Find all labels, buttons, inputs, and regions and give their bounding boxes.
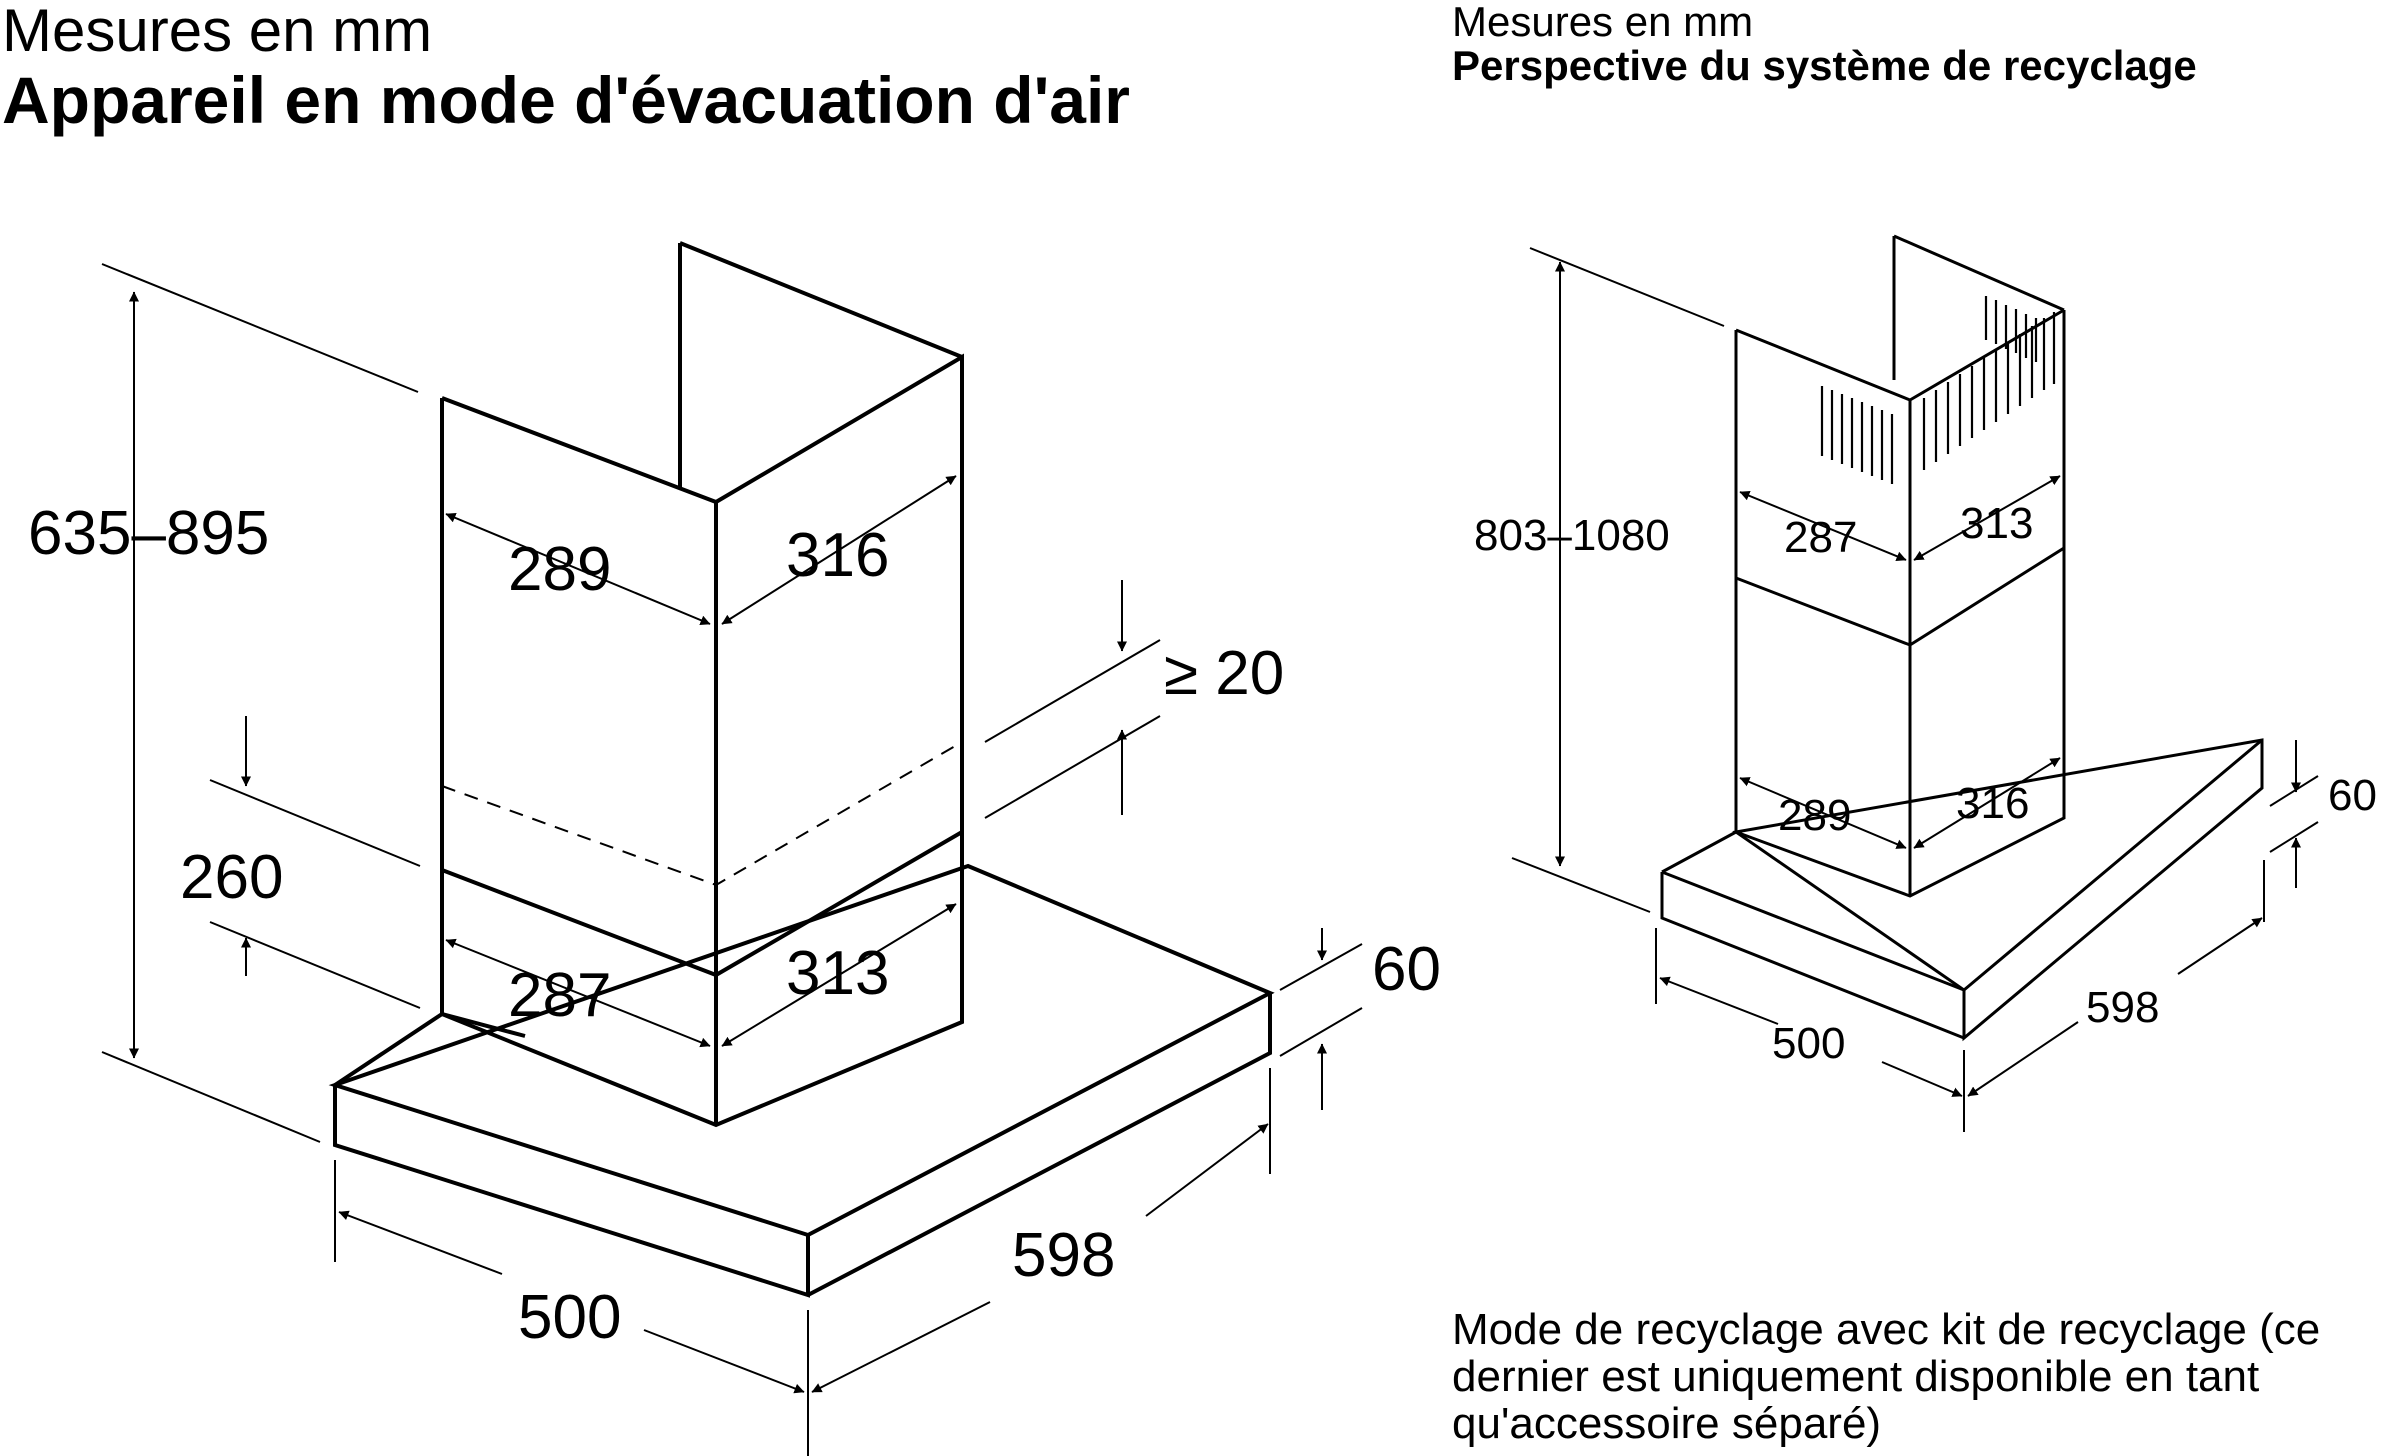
recirculation-note: Mode de recyclage avec kit de recyclage …: [1452, 1305, 2321, 1448]
recirc-width-label: 598: [2086, 983, 2159, 1032]
recirc-depth-label: 500: [1772, 1019, 1845, 1068]
lower-left-width-label: 287: [508, 961, 611, 1030]
height-label: 635–895: [28, 499, 269, 568]
recirc-upper-right-label: 313: [1960, 499, 2033, 548]
left-units-label: Mesures en mm: [2, 0, 433, 64]
recirc-upper-chimney-outline: [1734, 234, 2066, 647]
upper-left-width-label: 289: [508, 535, 611, 604]
canopy-thickness-label: 60: [1372, 935, 1441, 1004]
recirc-upper-width-dimensions: 287 313: [1739, 475, 2061, 562]
recirc-canopy-outline: [1660, 738, 2264, 1042]
height-dimension: 635–895: [28, 263, 419, 1143]
right-title: Perspective du système de recyclage: [1452, 42, 2197, 89]
upper-chimney-outline: [440, 241, 964, 975]
recirc-lower-left-label: 289: [1778, 791, 1851, 840]
vent-slots: [1820, 296, 2056, 484]
lower-width-dimensions: 287 313: [445, 903, 957, 1048]
lower-right-width-label: 313: [786, 939, 889, 1008]
canopy-outline: [328, 863, 1275, 1298]
hidden-overlap-line: [441, 741, 963, 887]
upper-right-width-label: 316: [786, 521, 889, 590]
upper-width-dimensions: 289 316: [445, 475, 957, 625]
ceiling-gap-label: ≥ 20: [1164, 639, 1284, 708]
recirc-lower-right-label: 316: [1956, 779, 2029, 828]
recirc-upper-left-label: 287: [1784, 513, 1857, 562]
lower-chimney-height-dimension: 260: [180, 716, 421, 1009]
depth-label: 500: [518, 1283, 621, 1352]
recirc-lower-width-dimensions: 289 316: [1739, 757, 2061, 849]
lower-chimney-height-label: 260: [180, 843, 283, 912]
width-dimension: 598: [811, 1068, 1271, 1393]
right-units-label: Mesures en mm: [1452, 0, 1754, 45]
recirc-canopy-thickness-label: 60: [2328, 771, 2377, 820]
recirc-width-dimension: 598: [1967, 860, 2265, 1097]
ceiling-gap-dimension: ≥ 20: [984, 580, 1284, 819]
recirc-canopy-thickness-dimension: 60: [2269, 740, 2377, 888]
recirc-lower-chimney-outline: [1734, 548, 2066, 898]
depth-dimension: 500: [334, 1160, 809, 1456]
recirculation-hood-drawing: 803–1080 287 313 289 316 60: [1474, 234, 2377, 1132]
recirc-depth-dimension: 500: [1655, 928, 1965, 1132]
recirc-height-label: 803–1080: [1474, 511, 1670, 560]
canopy-thickness-dimension: 60: [1279, 928, 1441, 1110]
exhaust-hood-drawing: 635–895 289 316 287 313 ≥ 20: [28, 241, 1441, 1456]
width-label: 598: [1012, 1221, 1115, 1290]
left-title: Appareil en mode d'évacuation d'air: [2, 63, 1130, 137]
recirc-height-dimension: 803–1080: [1474, 247, 1725, 913]
